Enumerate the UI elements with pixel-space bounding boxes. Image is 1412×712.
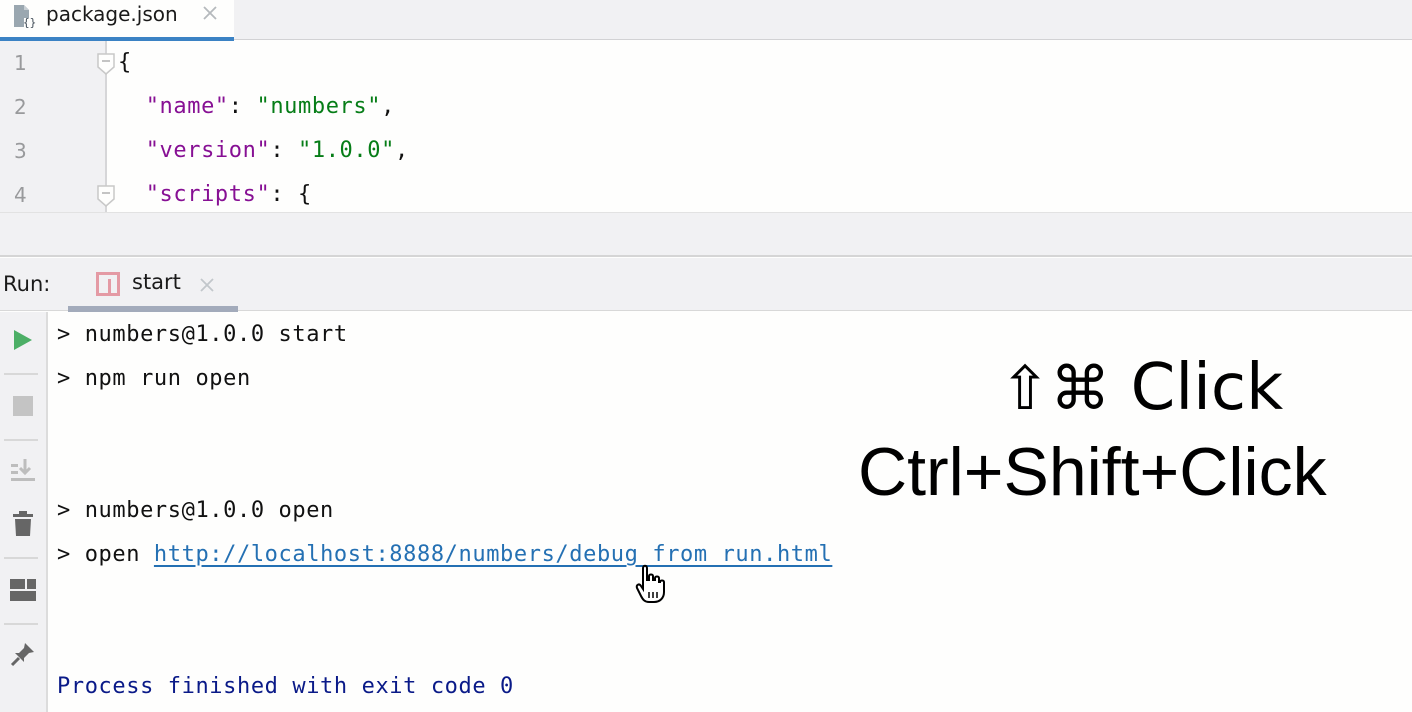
separator: : [228,94,257,119]
mac-shortcut-hint: ⇧⌘ Click [1000,348,1283,429]
run-tab-label: start [132,270,181,294]
line-number: 1 [14,51,27,75]
editor-tab-bar: {} package.json [0,0,1412,41]
scroll-to-end-icon [11,459,35,481]
line-number: 2 [14,95,27,119]
comma: , [381,94,395,119]
rerun-button[interactable] [0,320,46,360]
fold-marker-icon[interactable] [97,185,115,207]
toolbar-separator [4,623,38,625]
json-string: "numbers" [256,94,382,119]
stop-button[interactable] [0,386,46,426]
code-line-3: "version": "1.0.0", [118,129,409,173]
console-line-open: > open http://localhost:8888/numbers/deb… [57,533,832,577]
mac-shortcut-action: Click [1130,351,1284,425]
close-icon[interactable] [200,3,220,23]
close-icon[interactable] [198,276,216,294]
layout-icon [10,579,36,601]
json-key: "name" [145,94,229,119]
play-icon [14,330,32,350]
toolbar-separator [4,557,38,559]
run-tab-start[interactable]: start [68,258,238,312]
clear-all-button[interactable] [0,504,46,544]
console-url-link[interactable]: http://localhost:8888/numbers/debug_from… [153,542,833,567]
code-editor[interactable]: 1 2 3 4 { "name": "numbers", "version": … [0,41,1412,213]
toolbar-separator [4,373,38,375]
indent [118,182,146,207]
console-prefix: > open [57,542,154,567]
console-output[interactable]: > numbers@1.0.0 start > npm run open > n… [48,312,1412,712]
editor-tab-label: package.json [46,2,178,26]
separator: : [270,182,299,207]
line-number: 3 [14,139,27,163]
active-tab-indicator [0,37,234,41]
pin-icon [10,643,34,667]
console-line: > numbers@1.0.0 open [57,498,334,523]
npm-icon [96,272,120,296]
pin-tab-button[interactable] [0,634,46,674]
win-shortcut-hint: Ctrl+Shift+Click [858,434,1327,510]
code-line-4: "scripts": { [118,173,312,212]
code-line-2: "name": "numbers", [118,85,395,129]
hand-cursor-icon [635,564,665,603]
separator: : [270,138,299,163]
svg-text:{}: {} [23,16,36,28]
line-number: 4 [14,183,27,207]
brace: { [118,50,132,75]
code-line-1: { [118,41,132,85]
comma: , [394,138,409,163]
indent [118,94,146,119]
toolbar-separator [4,439,38,441]
json-string: "1.0.0" [298,138,395,163]
run-label: Run: [3,272,51,296]
json-key: "scripts" [145,182,271,207]
json-key: "version" [145,138,271,163]
json-file-icon: {} [14,5,36,28]
gutter-divider [105,41,107,212]
console-line: > npm run open [57,366,251,391]
process-exit-message: Process finished with exit code 0 [57,674,514,699]
panel-splitter[interactable] [0,213,1412,257]
shift-command-icon: ⇧⌘ [1000,354,1111,424]
editor-tab-package-json[interactable]: {} package.json [0,0,234,41]
line-number-gutter: 1 2 3 4 [0,41,106,212]
indent [118,138,146,163]
stop-icon [13,396,33,416]
run-toolbar [0,312,48,712]
trash-icon [13,511,33,536]
fold-marker-icon[interactable] [97,53,115,75]
scroll-to-end-button[interactable] [0,450,46,490]
run-tool-window-header: Run: start [0,258,1412,312]
layout-button[interactable] [0,570,46,610]
console-line: > numbers@1.0.0 start [57,322,348,347]
brace: { [298,182,312,207]
active-tab-indicator [68,306,238,312]
